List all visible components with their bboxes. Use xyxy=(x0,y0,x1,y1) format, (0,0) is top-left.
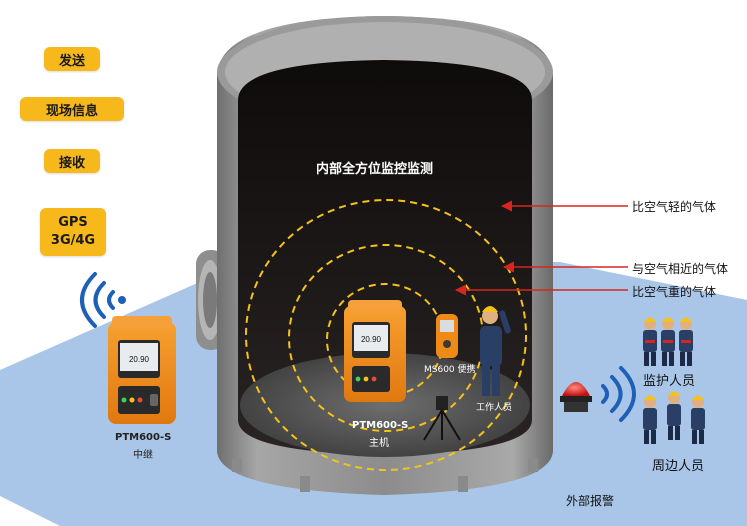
tank-interior xyxy=(238,60,532,457)
gas-similar-label: 与空气相近的气体 xyxy=(632,262,729,276)
tank-title: 内部全方位监控监测 xyxy=(316,162,434,177)
alarm-signal-icon xyxy=(601,366,636,422)
gps-label: GPS xyxy=(58,215,88,230)
portable-device xyxy=(436,314,458,358)
receive-label: 接收 xyxy=(58,155,85,171)
network-label: 3G/4G xyxy=(50,233,96,248)
host-screen-value: 20.90 xyxy=(361,335,382,344)
site-info-label: 现场信息 xyxy=(45,103,98,119)
portable-label: MS600 便携 xyxy=(424,365,476,375)
relay-model-label: PTM600-S xyxy=(115,432,172,443)
bystander-label: 周边人员 xyxy=(652,459,705,474)
worker-figure xyxy=(480,306,511,396)
warning-light-icon xyxy=(560,382,592,412)
zone-outer xyxy=(245,199,527,471)
receive-badge: 接收 xyxy=(44,149,100,173)
monitor-personnel xyxy=(643,317,693,366)
gas-heavier-label: 比空气重的气体 xyxy=(632,285,717,299)
relay-screen-value: 20.90 xyxy=(129,355,150,364)
monitor-label: 监护人员 xyxy=(643,374,696,389)
relay-role-label: 中继 xyxy=(133,450,153,461)
bystander-personnel xyxy=(643,391,705,444)
host-role-label: 主机 xyxy=(369,438,389,449)
wifi-signal-icon xyxy=(80,272,126,328)
worker-label: 工作人员 xyxy=(476,403,513,413)
tripod xyxy=(423,396,461,441)
host-model-label: PTM600-S xyxy=(352,420,409,431)
send-badge: 发送 xyxy=(44,47,100,71)
alarm-label: 外部报警 xyxy=(566,494,615,508)
relay-device: 20.90 xyxy=(108,316,176,424)
gas-arrows xyxy=(454,200,628,296)
gps-badge: GPS 3G/4G xyxy=(40,208,106,256)
send-label: 发送 xyxy=(58,53,85,69)
gas-lighter-label: 比空气轻的气体 xyxy=(632,200,717,214)
site-info-badge: 现场信息 xyxy=(20,97,124,121)
host-device: 20.90 xyxy=(344,300,406,402)
